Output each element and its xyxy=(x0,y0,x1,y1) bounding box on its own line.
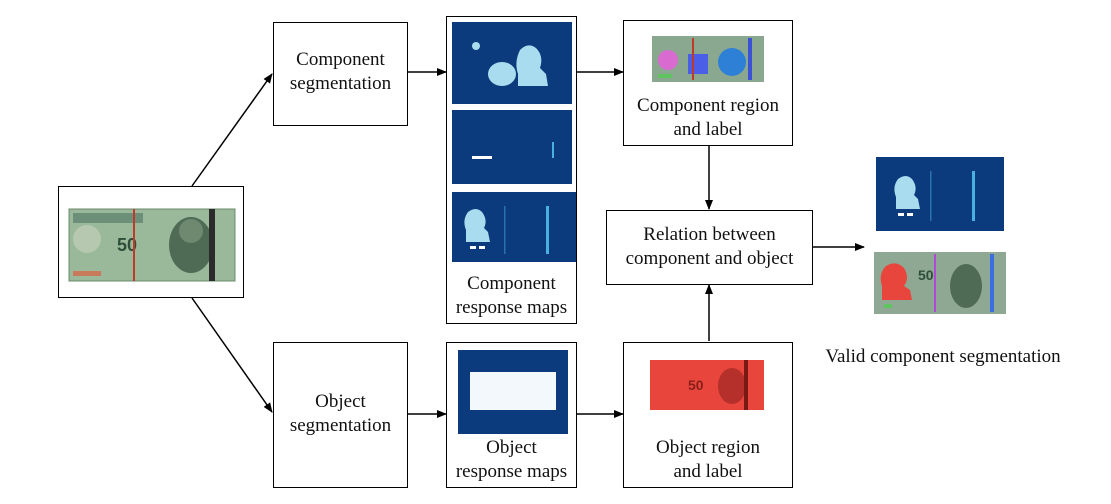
valid-component-segmentation-text: Valid component segmentation xyxy=(825,346,1061,367)
relation-box xyxy=(606,210,813,285)
object-segmentation-label: Object segmentation xyxy=(273,390,408,438)
arrow-input-to-component-seg xyxy=(191,73,273,187)
component-region-line1: Component region xyxy=(637,95,779,116)
svg-text:50: 50 xyxy=(918,267,934,283)
component-response-maps-label: Component response maps xyxy=(446,272,577,320)
valid-component-segmentation-caption: Valid component segmentation xyxy=(808,345,1078,369)
banknote-image: 50 xyxy=(68,208,236,282)
component-response-maps-line1: Component xyxy=(467,273,556,294)
relation-label: Relation between component and object xyxy=(606,223,813,271)
object-region-line2: and label xyxy=(673,461,743,482)
object-segmentation-box xyxy=(273,342,408,488)
component-segmentation-line2: segmentation xyxy=(289,73,392,94)
relation-line1: Relation between xyxy=(643,224,776,245)
object-response-maps-line2: response maps xyxy=(455,461,568,482)
component-response-maps-line2: response maps xyxy=(455,297,568,318)
component-response-map-2 xyxy=(452,110,572,184)
component-region-line2: and label xyxy=(673,119,743,140)
relation-line2: component and object xyxy=(625,248,794,269)
object-region-label: Object region and label xyxy=(623,436,793,484)
component-segmentation-line1: Component xyxy=(296,49,385,70)
svg-text:50: 50 xyxy=(688,377,704,393)
object-response-maps-label: Object response maps xyxy=(446,436,577,484)
object-segmentation-line2: segmentation xyxy=(289,415,392,436)
arrow-input-to-object-seg xyxy=(191,297,273,413)
component-region-label: Component region and label xyxy=(623,94,793,142)
object-region-line1: Object region xyxy=(656,437,760,458)
component-segmentation-box xyxy=(273,22,408,126)
valid-component-response-map xyxy=(876,157,1004,231)
object-response-maps-line1: Object xyxy=(486,437,537,458)
object-response-map xyxy=(458,350,568,434)
component-region-image xyxy=(652,34,764,84)
svg-text:50: 50 xyxy=(117,235,137,255)
component-response-map-3 xyxy=(452,192,576,262)
component-response-map-1 xyxy=(452,22,572,104)
object-segmentation-line1: Object xyxy=(315,391,366,412)
object-region-image: 50 xyxy=(648,356,766,414)
valid-segmentation-image: 50 xyxy=(874,250,1006,316)
input-banknote-frame: 50 xyxy=(58,186,244,298)
component-segmentation-label: Component segmentation xyxy=(273,48,408,96)
